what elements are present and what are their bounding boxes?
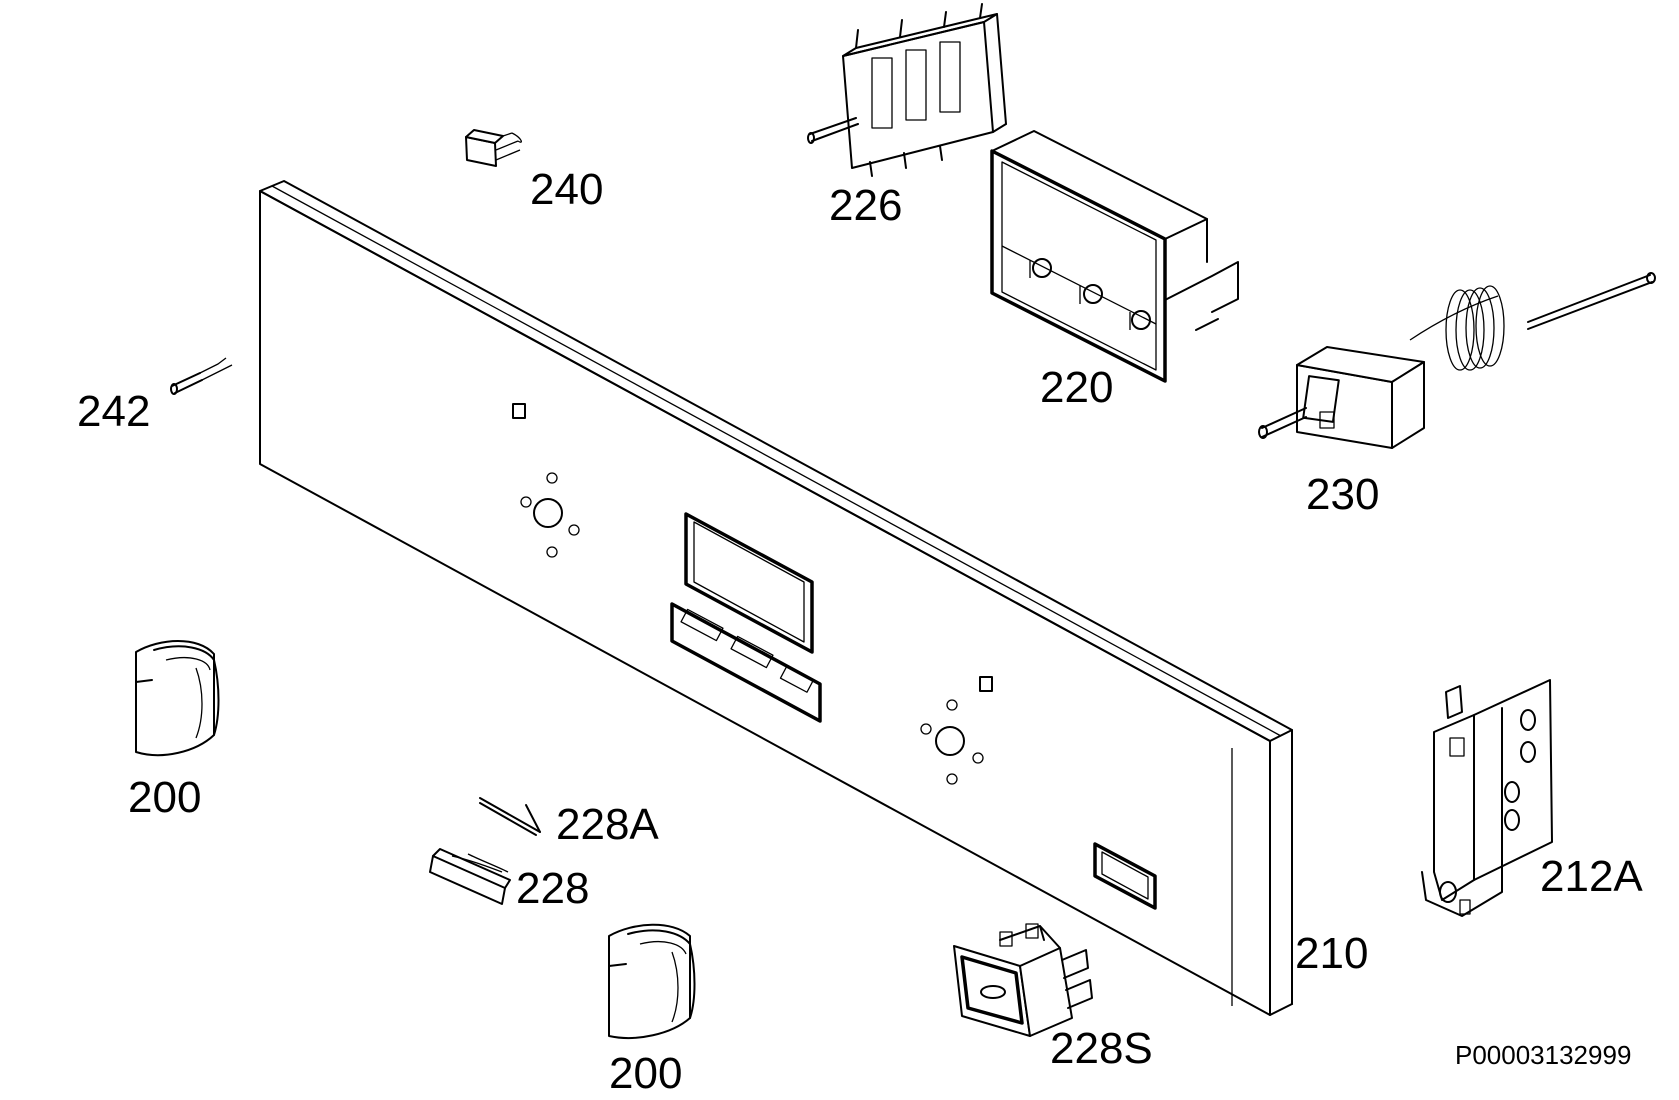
- knob-icon: [135, 640, 220, 757]
- indicator-lamp-icon: [170, 357, 233, 395]
- control-panel-icon: [259, 180, 1293, 1016]
- part-label-200-left: 200: [128, 773, 202, 822]
- push-button-icon: [429, 848, 511, 905]
- part-label-242: 242: [77, 387, 151, 436]
- thermostat-icon: [1258, 272, 1656, 449]
- part-label-226: 226: [829, 181, 903, 230]
- part-label-220: 220: [1040, 363, 1114, 412]
- part-label-240: 240: [530, 165, 604, 214]
- part-label-228: 228: [516, 864, 590, 913]
- switch-icon: [953, 923, 1093, 1037]
- display-frame-icon: [990, 130, 1239, 383]
- selector-switch-icon: [807, 3, 1007, 177]
- indicator-lens-icon: [465, 129, 523, 167]
- part-label-200-bottom: 200: [609, 1049, 683, 1098]
- part-label-212A: 212A: [1540, 852, 1643, 901]
- part-label-230: 230: [1306, 470, 1380, 519]
- part-label-210: 210: [1295, 929, 1369, 978]
- rod-icon: [479, 797, 541, 836]
- part-label-228S: 228S: [1050, 1024, 1153, 1073]
- part-label-228A: 228A: [556, 800, 659, 849]
- knob-icon: [608, 923, 696, 1039]
- document-id: P00003132999: [1455, 1040, 1632, 1070]
- bracket-icon: [1421, 679, 1553, 917]
